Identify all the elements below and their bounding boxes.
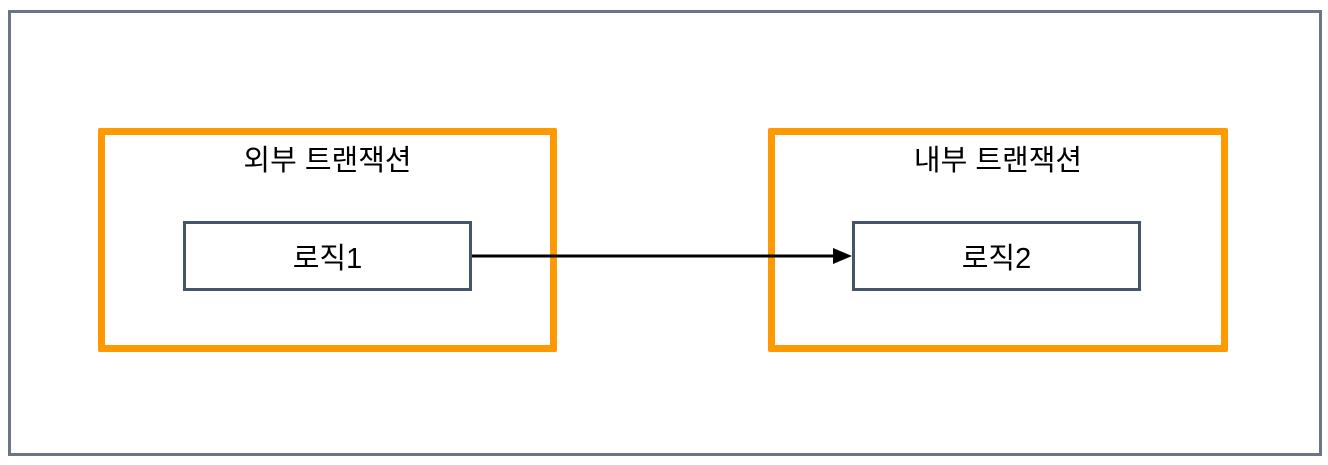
group-internal-transaction: 내부 트랜잭션 로직2 <box>768 128 1228 352</box>
group-title-external-transaction: 외부 트랜잭션 <box>243 145 412 177</box>
outer-frame <box>8 10 1322 456</box>
node-logic1: 로직1 <box>183 221 472 291</box>
node-logic2-label: 로직2 <box>961 243 1032 275</box>
node-logic2: 로직2 <box>852 221 1141 291</box>
node-logic1-label: 로직1 <box>292 243 363 275</box>
group-external-transaction: 외부 트랜잭션 로직1 <box>98 128 557 352</box>
group-title-internal-transaction: 내부 트랜잭션 <box>913 145 1083 177</box>
